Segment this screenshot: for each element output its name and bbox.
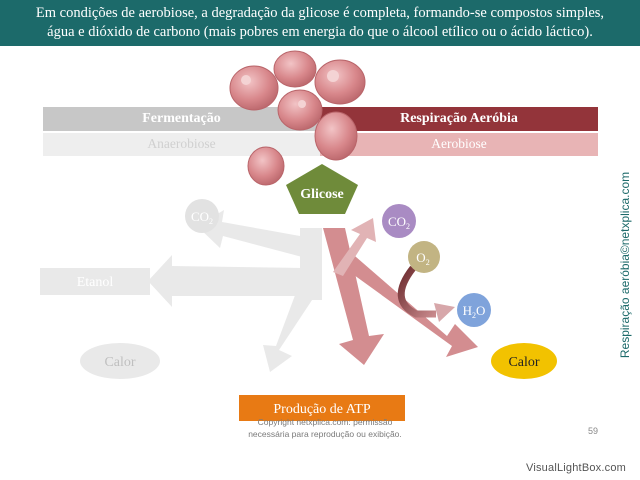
caption-line-1: Em condições de aerobiose, a degradação …	[35, 5, 605, 21]
o2-label: O2	[416, 250, 429, 267]
respiration-arrows	[323, 218, 478, 365]
glicose-node	[286, 164, 358, 214]
atp-label: Produção de ATP	[273, 402, 370, 417]
fermentacao-title: Fermentação	[142, 111, 221, 126]
fermentacao-header-bar	[43, 107, 320, 131]
side-credit: Respiração aeróbia©netxplica.com	[610, 165, 640, 365]
respiracao-header-bar	[320, 107, 598, 131]
aerobiose-label: Aerobiose	[431, 136, 487, 151]
copyright-notice: Copyright netxplica.com: permissão neces…	[200, 416, 450, 440]
aerobiose-bar	[320, 133, 598, 156]
co2-right-label: CO2	[388, 214, 410, 231]
side-credit-text: Respiração aeróbia©netxplica.com	[618, 171, 632, 359]
calor-right-label: Calor	[508, 355, 539, 370]
page-number: 59	[588, 426, 599, 436]
watermark: VisualLightBox.com	[526, 462, 627, 474]
glicose-label: Glicose	[300, 187, 344, 202]
fermentation-arrows	[148, 210, 322, 372]
yeast-cells-image	[229, 50, 366, 186]
atp-box	[239, 395, 405, 421]
calor-left-node	[80, 343, 160, 379]
caption-banner: Em condições de aerobiose, a degradação …	[0, 0, 640, 46]
calor-left-label: Calor	[104, 355, 135, 370]
copyright-line-1: Copyright netxplica.com: permissão	[257, 417, 393, 427]
o2-node	[408, 241, 440, 273]
co2-left-label: CO2	[191, 209, 213, 226]
caption-line-2: água e dióxido de carbono (mais pobres e…	[47, 24, 593, 40]
copyright-line-2: necessária para reprodução ou exibição.	[248, 429, 402, 439]
etanol-label: Etanol	[77, 275, 114, 290]
anaerobiose-bar	[43, 133, 320, 156]
h2o-node	[457, 293, 491, 327]
co2-right-node	[382, 204, 416, 238]
co2-left-node	[185, 199, 219, 233]
calor-right-node	[491, 343, 557, 379]
respiracao-title: Respiração Aeróbia	[400, 111, 518, 126]
etanol-box	[40, 268, 150, 295]
h2o-label: H2O	[463, 303, 486, 320]
anaerobiose-label: Anaerobiose	[147, 136, 216, 151]
